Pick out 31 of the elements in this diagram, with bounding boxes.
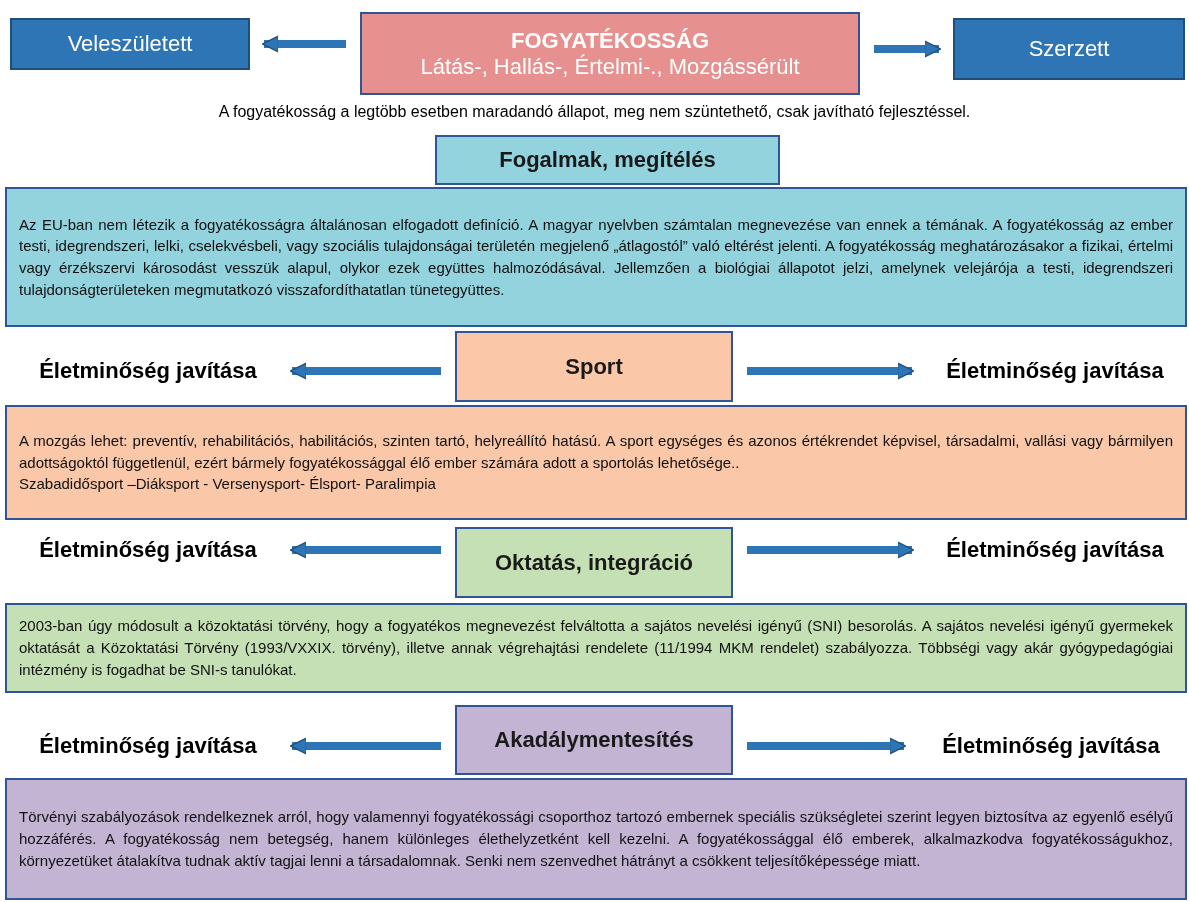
section-header-box (455, 331, 733, 402)
title-box (360, 12, 860, 95)
label-text: Szerzett (1028, 36, 1110, 62)
category-box (953, 18, 1185, 80)
title-text: FOGYATÉKOSSÁG (510, 27, 709, 54)
text-panel (5, 778, 1187, 900)
label-text: Sport (565, 353, 623, 380)
section-header-box (455, 527, 733, 598)
label-text: Akadálymentesítés (494, 727, 694, 753)
label-text: Életminőség javítása (942, 733, 1160, 759)
label-text: Oktatás, integráció (494, 549, 694, 576)
label-text: Életminőség javítása (39, 358, 257, 384)
text-panel (5, 603, 1187, 693)
label-text: Életminőség javítása (946, 537, 1164, 563)
note-text: A fogyatékosság a legtöbb esetben maradandó állapot, meg nem szüntethető, csak javítható fejlesztéssel. (217, 103, 972, 121)
text-panel (5, 187, 1187, 327)
section-header-box (435, 135, 780, 185)
paragraph-text: Szabadidősport –Diáksport - Versenysport- Élsport- Paralimpia (19, 474, 437, 495)
label-text: Veleszületett (67, 31, 193, 57)
label-text: Életminőség javítása (39, 733, 257, 759)
category-box (10, 18, 250, 70)
paragraph-text: A mozgás lehet: preventív, rehabilitációs, habilitációs, szinten tartó, helyreállító hatású. A sport egységes és azonos értékrendet képvisel, társadalmi, vallási vagy bármilyen adottságoktól függetlenül, ezért bármely fogyatékossággal élő ember számára adott a sportolás lehetősége.. (19, 430, 1173, 473)
label-text: Életminőség javítása (39, 537, 257, 563)
subtitle-text: Látás-, Hallás-, Értelmi-., Mozgássérült (420, 53, 800, 80)
section-header-box (455, 705, 733, 775)
label-text: Fogalmak, megítélés (499, 147, 716, 173)
label-text: Életminőség javítása (946, 358, 1164, 384)
paragraph-text: Az EU-ban nem létezik a fogyatékosságra általánosan elfogadott definíció. A magyar nyelvben számtalan megnevezése van ennek a témának. A fogyatékosság az ember testi, idegrendszeri, lelki, cselekvésbeli, vagy szociális tulajdonságai területén megjelenő „átlagostól” való eltérést jelenti. A fogyatékosság meghatározásakor a fizikai, értelmi vagy érzékszervi károsodást vesszük alapul, olykor ezek együttes halmozódásával. Jellemzően a biológiai állapotot jelzi, amelynek velejárója a testi, idegrendszeri tulajdonságterületeken megmutatkozó visszafordíthatatlan tünetegyüttes. (19, 214, 1173, 300)
paragraph-text: 2003-ban úgy módosult a közoktatási törvény, hogy a fogyatékos megnevezést felváltotta a sajátos nevelési igényű (SNI) besorolás. A sajátos nevelési igényű gyermekek oktatását a Közoktatási Törvény (1993/VXXIX. törvény), illetve annak végrehajtási rendelete (11/1994 MKM rendelet) szabályozza. Többségi vagy akár gyógypedagógiai intézmény is fogadhat be SNI-s tanulókat. (19, 616, 1173, 680)
text-panel (5, 405, 1187, 520)
paragraph-text: Törvényi szabályozások rendelkeznek arról, hogy valamennyi fogyatékossági csoporthoz tartozó embernek speciális szükségletei szerint legyen biztosítva az egyenlő esélyű hozzáférés. A fogyatékosság nem betegség, hanem különleges élethelyzetként kell kezelni. A fogyatékossággal élő emberek, alkalmazkodva fogyatékosságukhoz, környezetüket átalakítva tudnak aktív tagjai lenni a társadalomnak. Senki nem szenvedhet hátrányt a csökkent teljesítőképessége miatt. (19, 807, 1173, 871)
